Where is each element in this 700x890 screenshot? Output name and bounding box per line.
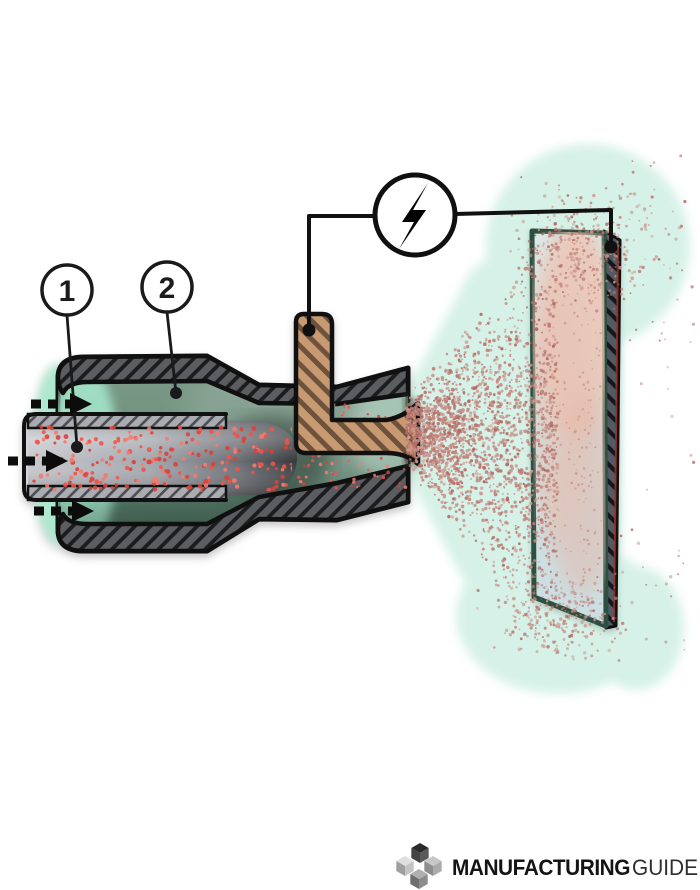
tube-outline <box>22 412 228 502</box>
callout-1-bubble <box>40 263 94 317</box>
lightning-bolt-icon <box>399 183 428 249</box>
callout-2-label: 2 <box>159 272 176 305</box>
spray-particle-field <box>404 154 696 662</box>
brand-mark-icon <box>396 843 442 889</box>
wire-right <box>452 208 613 249</box>
coating-speckle-field <box>537 240 602 612</box>
gas-inlet-arrows <box>8 393 94 522</box>
callout-2-leader <box>165 311 178 394</box>
wire-left <box>307 214 378 332</box>
coating-layer <box>532 231 606 593</box>
callout-1-label: 1 <box>59 275 76 308</box>
electrical-circuit <box>302 172 618 337</box>
brand-logo: MANUFACTURING GUIDE <box>396 843 698 889</box>
wire-terminal-plate <box>604 240 618 254</box>
substrate-plate <box>529 228 622 630</box>
inlet-arrow-top <box>31 393 92 415</box>
gun-bottom-wall <box>55 463 411 554</box>
callout-1-dot <box>71 441 83 453</box>
callouts: 1 2 <box>40 260 194 453</box>
coating-wrap-line <box>613 245 619 623</box>
electrode <box>293 311 421 467</box>
spray-gun <box>22 311 421 554</box>
brand-word-bold: MANUFACTURING <box>452 855 630 880</box>
callout-2-dot <box>170 387 182 399</box>
inlet-arrow-bottom <box>34 500 94 522</box>
callout-2-bubble <box>140 260 194 314</box>
inlet-arrow-middle <box>8 450 68 472</box>
tube-wall-top <box>26 412 228 430</box>
brand-word-light: GUIDE <box>632 855 698 880</box>
wire-terminal-electrode <box>302 323 316 337</box>
power-source-icon <box>372 172 458 258</box>
coating-deposit-mid <box>532 300 586 540</box>
callout-1-leader <box>65 314 79 448</box>
